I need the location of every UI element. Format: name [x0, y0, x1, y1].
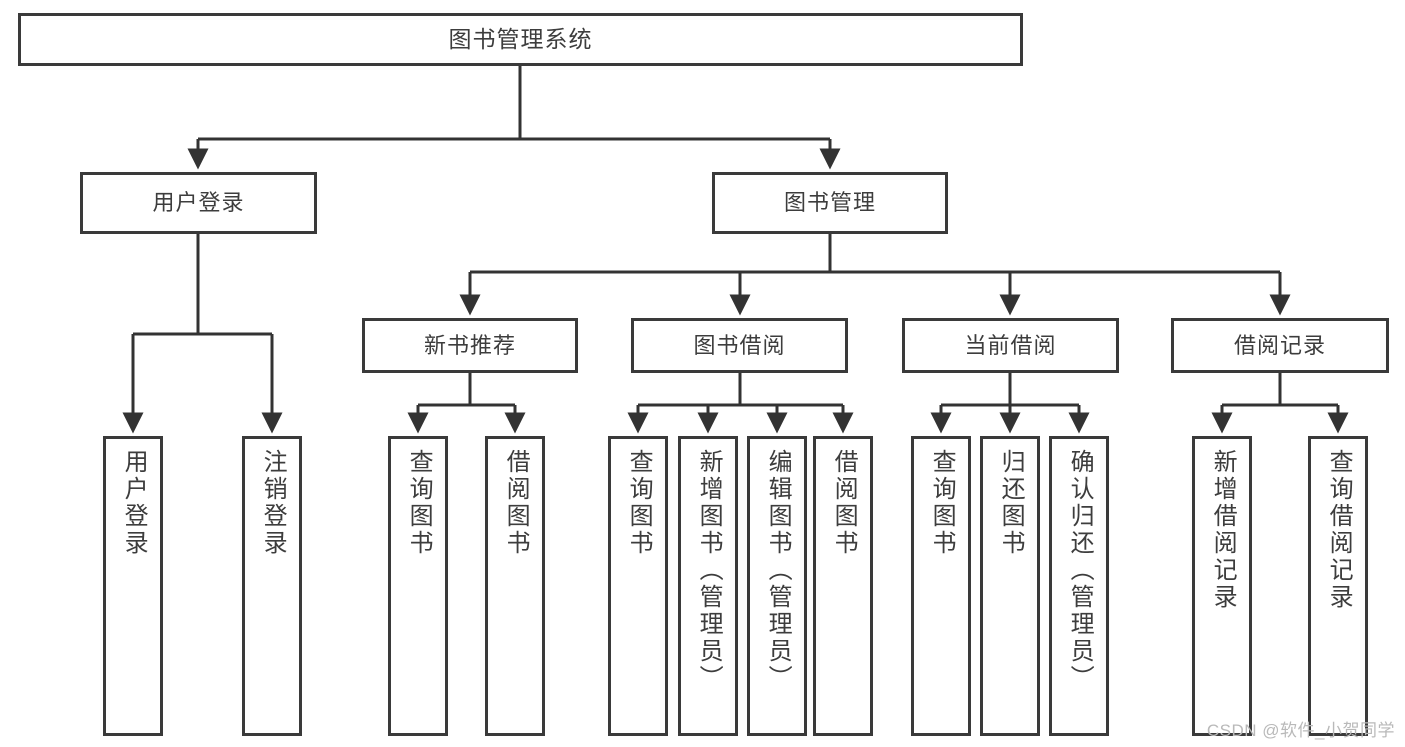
- node-book-borrow-label: 图书借阅: [693, 332, 786, 358]
- node-book-management-label: 图书管理: [783, 190, 876, 216]
- leaf-record-query[interactable]: 查询借阅记录: [1308, 436, 1368, 736]
- node-borrow-record-label: 借阅记录: [1233, 332, 1326, 358]
- leaf-label: 查询借阅记录: [1325, 449, 1353, 611]
- leaf-current-return-book[interactable]: 归还图书: [980, 436, 1040, 736]
- leaf-new-book-borrow[interactable]: 借阅图书: [485, 436, 545, 736]
- leaf-label: 查询图书: [625, 449, 653, 557]
- leaf-borrow-borrow-book[interactable]: 借阅图书: [813, 436, 873, 736]
- leaf-user-login-login[interactable]: 用户登录: [103, 436, 163, 736]
- node-book-borrow[interactable]: 图书借阅: [631, 318, 848, 373]
- leaf-label: 新增图书（管理员）: [695, 449, 723, 692]
- leaf-label: 借阅图书: [502, 449, 530, 557]
- node-borrow-record[interactable]: 借阅记录: [1171, 318, 1389, 373]
- leaf-current-query-book[interactable]: 查询图书: [911, 436, 971, 736]
- leaf-label: 归还图书: [997, 449, 1025, 557]
- leaf-label: 用户登录: [120, 449, 148, 557]
- leaf-borrow-add-book-admin[interactable]: 新增图书（管理员）: [678, 436, 738, 736]
- leaf-label: 注销登录: [259, 449, 287, 557]
- leaf-label: 借阅图书: [830, 449, 858, 557]
- leaf-current-confirm-return-admin[interactable]: 确认归还（管理员）: [1049, 436, 1109, 736]
- node-user-login[interactable]: 用户登录: [80, 172, 317, 234]
- node-book-management[interactable]: 图书管理: [712, 172, 948, 234]
- node-new-book-recommend[interactable]: 新书推荐: [362, 318, 578, 373]
- leaf-label: 确认归还（管理员）: [1066, 449, 1094, 692]
- leaf-label: 编辑图书（管理员）: [764, 449, 792, 692]
- leaf-user-login-logout[interactable]: 注销登录: [242, 436, 302, 736]
- node-current-borrow[interactable]: 当前借阅: [902, 318, 1119, 373]
- leaf-label: 查询图书: [405, 449, 433, 557]
- leaf-record-add[interactable]: 新增借阅记录: [1192, 436, 1252, 736]
- leaf-label: 新增借阅记录: [1209, 449, 1237, 611]
- node-user-login-label: 用户登录: [152, 190, 245, 216]
- node-root-label: 图书管理系统: [448, 26, 593, 53]
- leaf-label: 查询图书: [928, 449, 956, 557]
- leaf-borrow-query-book[interactable]: 查询图书: [608, 436, 668, 736]
- node-current-borrow-label: 当前借阅: [964, 332, 1057, 358]
- node-root[interactable]: 图书管理系统: [18, 13, 1023, 66]
- leaf-borrow-edit-book-admin[interactable]: 编辑图书（管理员）: [747, 436, 807, 736]
- leaf-new-book-query[interactable]: 查询图书: [388, 436, 448, 736]
- node-new-book-recommend-label: 新书推荐: [423, 332, 516, 358]
